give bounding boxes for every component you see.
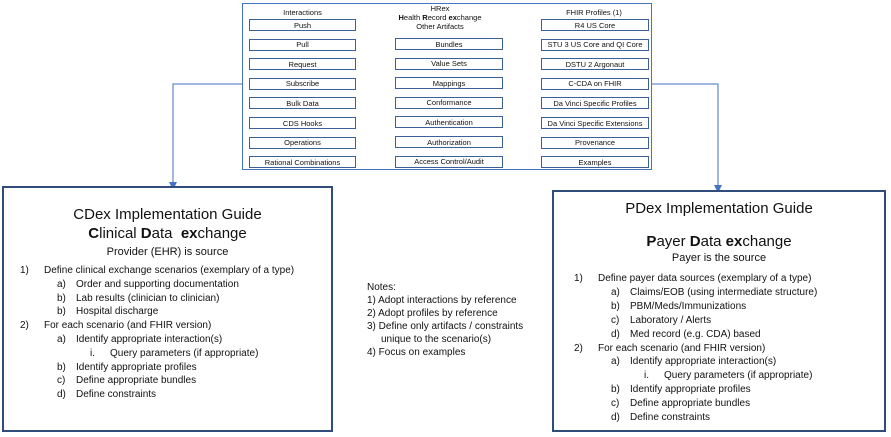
hrex-title: HRex Health Record exchange Other Artifa… (380, 4, 500, 31)
pdex-list-item: Define payer data sources (exemplary of … (598, 273, 812, 284)
pdex-subtitle: Payer Data exchange (646, 233, 792, 250)
cdex-list-marker: a) (57, 278, 66, 290)
cdex-list-item: Define appropriate bundles (76, 375, 197, 387)
cdex-list-marker: b) (57, 292, 66, 304)
pdex-list-marker: d) (611, 412, 620, 423)
box-r4-us-core: R4 US Core (541, 19, 649, 31)
notes-title: Notes: (367, 282, 396, 293)
box-examples: Examples (541, 156, 649, 169)
pdex-list-marker: a) (611, 286, 620, 298)
cdex-list-marker: 1) (20, 265, 29, 276)
pdex-list-item: Laboratory / Alerts (630, 314, 712, 326)
cdex-list-item: For each scenario (and FHIR version) (44, 320, 212, 332)
pdex-list-marker: a) (611, 356, 620, 368)
box-access-control-audit: Access Control/Audit (395, 155, 503, 168)
cdex-subtitle: Clinical Data exchange (88, 225, 247, 242)
box-provenance: Provenance (541, 136, 649, 149)
pdex-guide: PDex Implementation Guide Payer Data exc… (552, 190, 886, 432)
box-c-cda-on-fhir: C-CDA on FHIR (541, 77, 649, 90)
pdex-list-marker: b) (611, 384, 620, 396)
hrex-title-line3: Other Artifacts (416, 22, 464, 31)
cdex-list-marker: a) (57, 334, 66, 345)
pdex-title: PDex Implementation Guide (625, 200, 813, 217)
pdex-list-marker: b) (611, 300, 620, 312)
pdex-list-item: Define appropriate bundles (630, 398, 751, 410)
cdex-list-item: Identify appropriate interaction(s) (76, 334, 223, 345)
cdex-list-item: Hospital discharge (76, 306, 159, 318)
box-cds-hooks: CDS Hooks (249, 117, 356, 129)
cdex-list-item: Define constraints (76, 389, 157, 401)
box-value-sets: Value Sets (395, 57, 503, 70)
pdex-source: Payer is the source (671, 252, 767, 264)
hrex-panel (242, 3, 652, 170)
pdex-list-marker: 1) (574, 273, 583, 284)
cdex-list-item: Lab results (clinician to clinician) (76, 292, 220, 304)
box-conformance: Conformance (395, 96, 503, 109)
pdex-list-item: Claims/EOB (using intermediate structure… (630, 286, 818, 298)
cdex-list-item: Query parameters (if appropriate) (110, 347, 259, 359)
pdex-list-item: Identify appropriate interaction(s) (630, 356, 777, 368)
cdex-list-marker: b) (57, 306, 66, 318)
box-mappings: Mappings (395, 77, 503, 90)
cdex-list-item: Order and supporting documentation (76, 278, 239, 290)
pdex-list-marker: c) (611, 314, 620, 326)
pdex-list-item: Med record (e.g. CDA) based (630, 328, 761, 340)
box-dstu-2-argonaut: DSTU 2 Argonaut (541, 58, 649, 71)
cdex-source: Provider (EHR) is source (106, 246, 229, 258)
box-bulk-data: Bulk Data (249, 97, 356, 110)
cdex-list-item: Define clinical exchange scenarios (exem… (44, 265, 295, 276)
pdex-list-item: PBM/Meds/Immunizations (630, 300, 747, 312)
notes-line: 4) Focus on examples (367, 347, 466, 358)
cdex-title: CDex Implementation Guide (73, 206, 262, 223)
cdex-list-marker: d) (57, 389, 66, 401)
notes-line: 1) Adopt interactions by reference (367, 295, 517, 306)
box-bundles: Bundles (395, 38, 503, 50)
cdex-list-item: Identify appropriate profiles (76, 361, 197, 373)
notes-line: 2) Adopt profiles by reference (367, 308, 498, 319)
pdex-list-item: For each scenario (and FHIR version) (598, 342, 766, 354)
fhir-profiles-title: FHIR Profiles (1) (566, 8, 622, 17)
pdex-list-item: Identify appropriate profiles (630, 384, 751, 396)
box-da-vinci-specific-profiles: Da Vinci Specific Profiles (541, 97, 649, 110)
box-authentication: Authentication (395, 116, 503, 129)
hrex-title-line1: HRex (430, 4, 450, 13)
box-operations: Operations (249, 136, 356, 149)
box-rational-combinations: Rational Combinations (249, 156, 356, 169)
box-pull: Pull (249, 38, 356, 51)
interactions-title: Interactions (283, 8, 322, 17)
cdex-list-marker: c) (57, 375, 66, 387)
arrow-to-pdex (652, 83, 722, 193)
pdex-list-marker: i. (644, 370, 649, 382)
cdex-list-marker: i. (90, 347, 95, 359)
hrex-title-line2: Health Record exchange (398, 13, 482, 22)
cdex-list-marker: b) (57, 361, 66, 373)
box-stu-3-us-core-and-qi-core: STU 3 US Core and QI Core (541, 38, 649, 51)
box-authorization: Authorization (395, 136, 503, 148)
notes-line: unique to the scenario(s) (381, 334, 492, 345)
box-request: Request (249, 58, 356, 71)
pdex-list-marker: 2) (574, 342, 583, 354)
cdex-guide: CDex Implementation Guide Clinical Data … (2, 186, 333, 432)
box-subscribe: Subscribe (249, 77, 356, 90)
notes: Notes: 1) Adopt interactions by referenc… (367, 281, 523, 359)
pdex-list-item: Query parameters (if appropriate) (664, 370, 813, 382)
pdex-list-item: Define constraints (630, 412, 711, 423)
box-da-vinci-specific-extensions: Da Vinci Specific Extensions (541, 117, 649, 129)
pdex-list-marker: d) (611, 328, 620, 340)
cdex-list-marker: 2) (20, 320, 29, 332)
box-push: Push (249, 19, 356, 31)
notes-line: 3) Define only artifacts / constraints (367, 321, 524, 332)
pdex-list-marker: c) (611, 398, 620, 410)
arrow-to-cdex (169, 83, 242, 190)
